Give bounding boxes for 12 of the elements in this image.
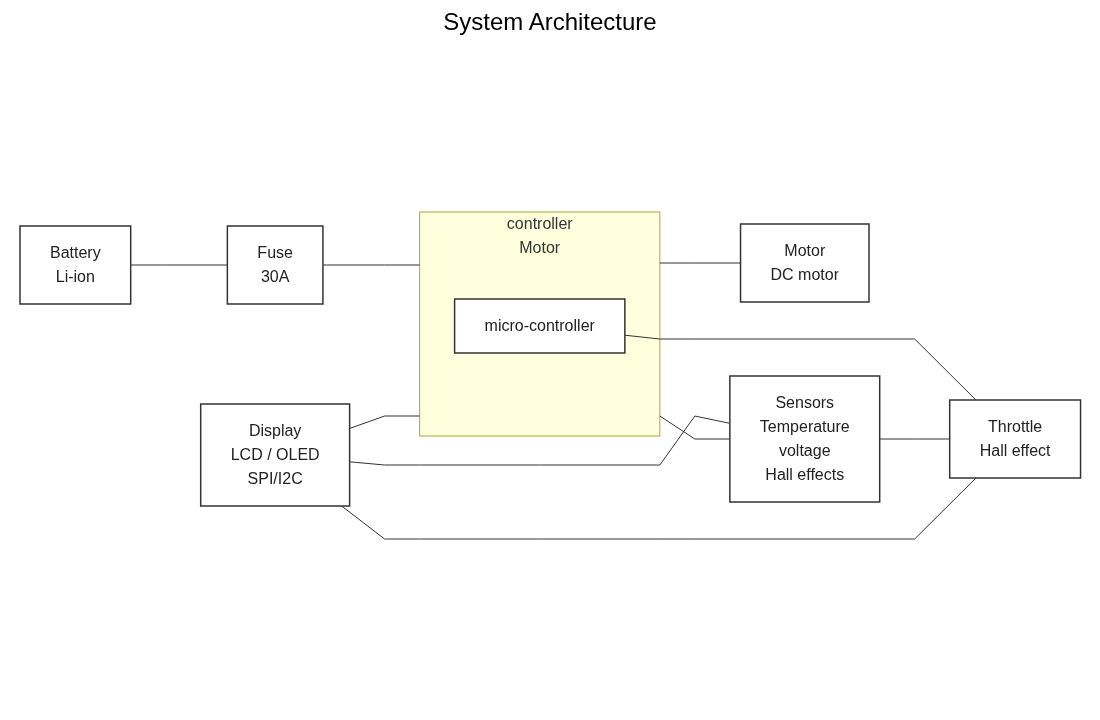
node-box: Motor DC motor: [739, 222, 870, 303]
connector: [322, 264, 420, 265]
connector: [659, 262, 741, 263]
connector: [340, 477, 977, 539]
node-box: Throttle Hall effect: [948, 398, 1081, 479]
diagram-title: System Architecture: [442, 8, 658, 36]
node-box: micro-controller: [453, 297, 626, 354]
node-box: Sensors Temperature voltage Hall effects: [728, 374, 881, 503]
node-box: Battery Li-ion: [18, 224, 132, 305]
node-box: Display LCD / OLED SPI/I2C: [199, 402, 351, 507]
connector: [624, 334, 977, 400]
node-box: Fuse 30A: [226, 224, 324, 305]
